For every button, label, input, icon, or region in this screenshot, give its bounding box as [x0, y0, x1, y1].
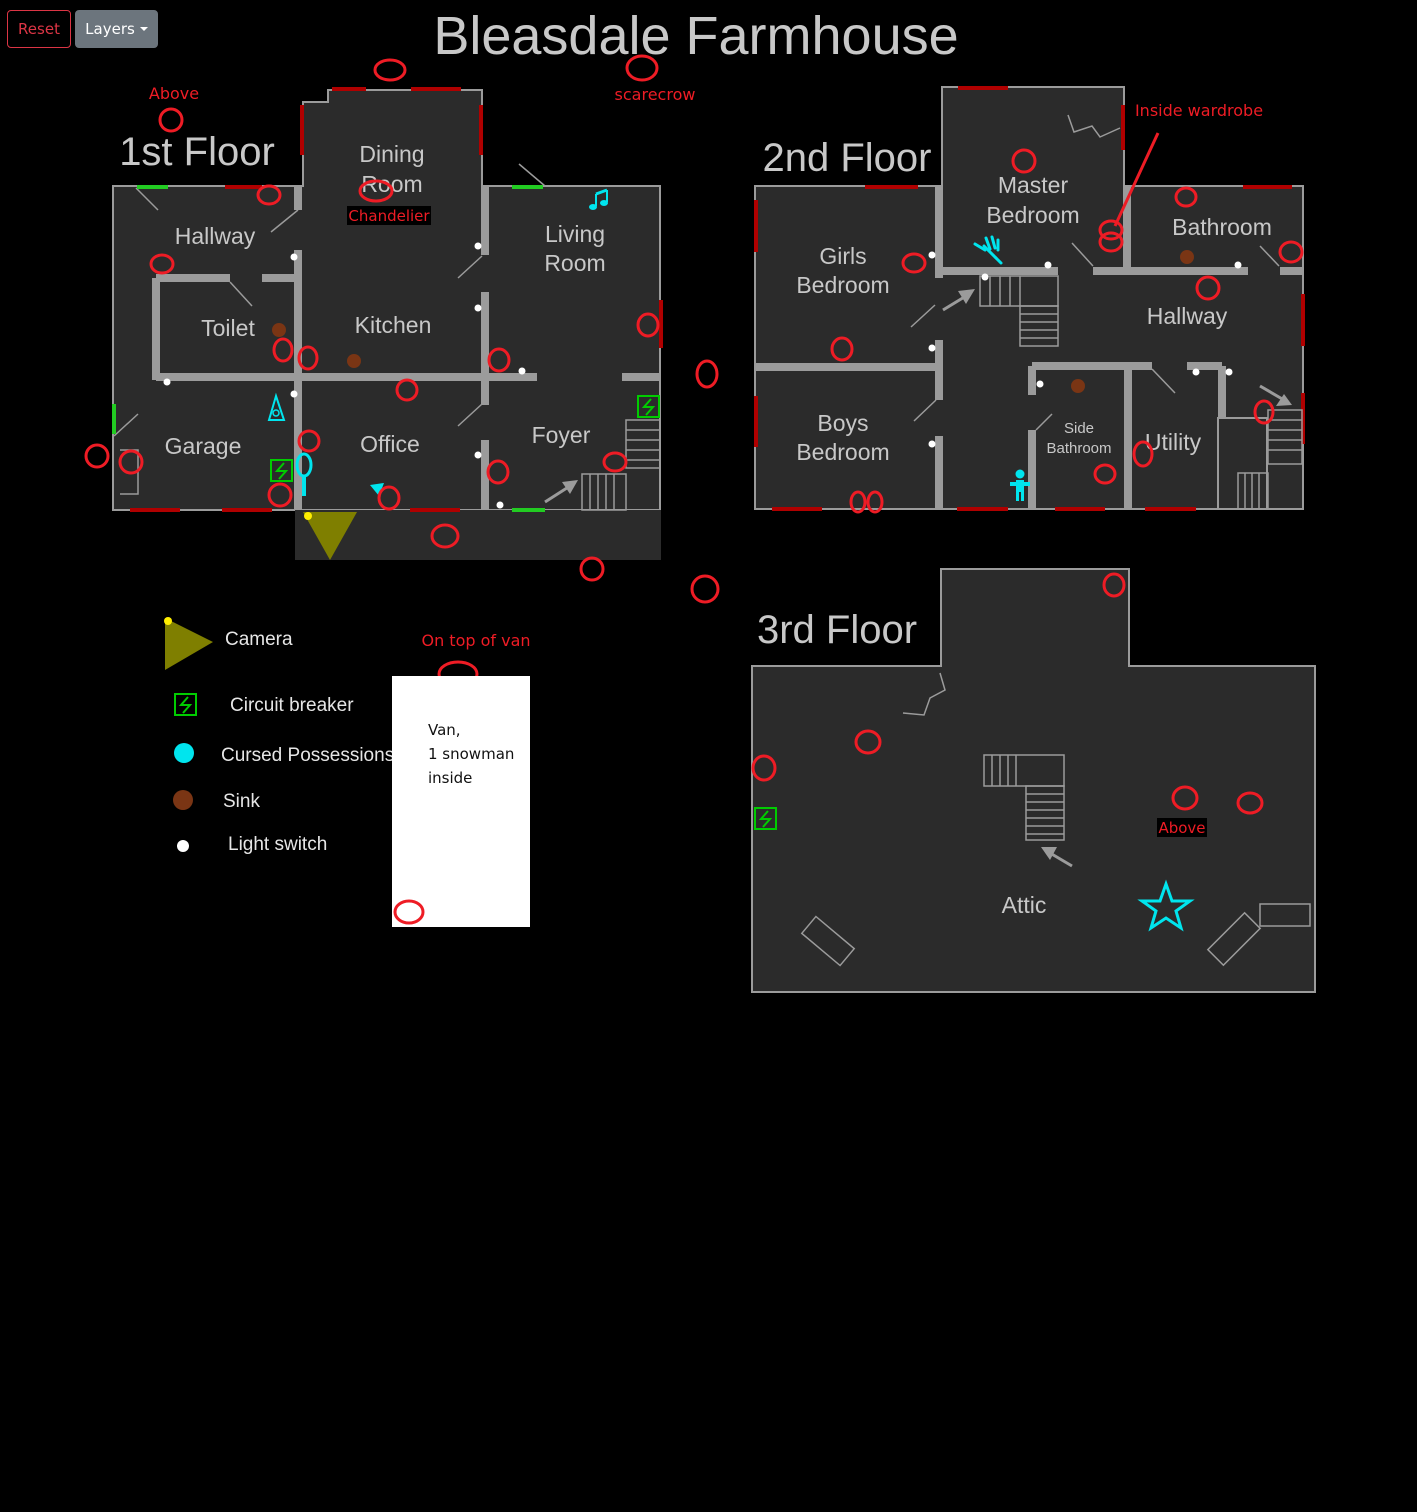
- attic-stairs: [800, 672, 1311, 967]
- legend-breaker-icon: [174, 693, 197, 716]
- chandelier-label-bg: [347, 206, 431, 225]
- room-label-toilet: Toilet: [201, 315, 255, 341]
- room-label-girls-2: Bedroom: [796, 272, 889, 298]
- foyer-stairs: [581, 419, 661, 511]
- room-label-hallway-1: Hallway: [175, 223, 256, 249]
- legend-light-switch-icon: [177, 840, 189, 852]
- annotation-above: Above: [149, 84, 199, 103]
- room-label-master: Master: [998, 172, 1069, 198]
- van-marker-overlay: [393, 899, 425, 925]
- stairs-arrow-icon: [1259, 384, 1292, 406]
- room-label-utility: Utility: [1145, 429, 1202, 455]
- room-label-living-2: Room: [544, 250, 605, 276]
- room-label-master-2: Bedroom: [986, 202, 1079, 228]
- reset-button[interactable]: Reset: [7, 10, 71, 48]
- camera-icon: [303, 512, 357, 560]
- porch: [295, 510, 661, 560]
- room-label-attic: Attic: [1002, 892, 1047, 918]
- room-label-office: Office: [360, 431, 420, 457]
- attic-above-label-bg: [1157, 818, 1207, 837]
- annotation-scarecrow: scarecrow: [615, 85, 696, 104]
- voodoo-doll-icon: [370, 483, 384, 496]
- music-box-icon: [589, 188, 608, 210]
- monkey-paw-icon: [973, 235, 1003, 265]
- floor-title-first: 1st Floor: [119, 130, 275, 174]
- stairs-arrow-icon: [544, 480, 578, 504]
- first-floor-outline: [112, 89, 661, 511]
- legend-camera-icon: [165, 618, 213, 670]
- stairs-arrow-icon: [1041, 847, 1073, 868]
- van-note-box: Van, 1 snowman inside: [392, 676, 530, 927]
- legend-camera-label: Camera: [225, 629, 293, 650]
- circuit-breaker-icon: [270, 459, 293, 482]
- light-switches-first: [163, 242, 526, 509]
- room-label-kitchen: Kitchen: [355, 312, 432, 338]
- toilet-sink-icon: [272, 323, 286, 337]
- van-note-text: Van, 1 snowman inside: [428, 721, 515, 787]
- legend-sink-icon: [173, 790, 193, 810]
- side-bathroom-sink-icon: [1071, 379, 1085, 393]
- third-floor-outline: [751, 568, 1316, 993]
- map-title: Bleasdale Farmhouse: [433, 6, 958, 66]
- second-floor-stairs: [979, 275, 1303, 510]
- summoning-circle-pentagram-icon: [1137, 879, 1195, 932]
- mirror-icon: [295, 452, 313, 496]
- legend-cursed-icon: [174, 743, 194, 763]
- room-label-bathroom: Bathroom: [1172, 214, 1272, 240]
- third-floor-plan: Attic 3rd Floor: [751, 568, 1316, 993]
- circuit-breaker-icon: [637, 395, 660, 418]
- room-label-dining: Dining: [359, 141, 424, 167]
- room-label-living: Living: [545, 221, 605, 247]
- room-label-side: Side: [1064, 420, 1094, 437]
- second-floor-plan: Master Bedroom Girls Bedroom Bathroom Ha…: [754, 86, 1305, 511]
- room-label-hallway-2: Hallway: [1147, 303, 1228, 329]
- legend-light-switch-label: Light switch: [228, 834, 327, 855]
- room-label-side-2: Bathroom: [1046, 440, 1111, 457]
- annotation-on-top-of-van: On top of van: [421, 631, 530, 650]
- first-floor-plan: Dining Room Hallway Living Room Toilet K…: [112, 87, 663, 560]
- layers-button-label: Layers: [85, 20, 135, 38]
- bathroom-sink-icon: [1180, 250, 1194, 264]
- kitchen-sink-icon: [347, 354, 361, 368]
- light-switches-second: [928, 251, 1242, 448]
- floor-title-third: 3rd Floor: [757, 608, 917, 652]
- annotation-inside-wardrobe: Inside wardrobe: [1135, 101, 1263, 120]
- room-label-foyer: Foyer: [532, 422, 591, 448]
- room-label-boys-2: Bedroom: [796, 439, 889, 465]
- annotation-above-attic: Above: [1158, 819, 1205, 837]
- legend: Camera Circuit breaker Cursed Possession…: [164, 617, 394, 855]
- stairs-arrow-icon: [942, 289, 975, 312]
- wardrobe-pointer-line: [1113, 132, 1160, 227]
- room-label-girls: Girls: [819, 243, 866, 269]
- legend-cursed-label: Cursed Possessions: [221, 745, 394, 766]
- circuit-breaker-icon: [754, 807, 777, 830]
- room-label-garage: Garage: [165, 433, 242, 459]
- legend-sink-label: Sink: [223, 791, 260, 812]
- tarot-cards-icon: [267, 392, 286, 421]
- room-label-boys: Boys: [817, 410, 868, 436]
- legend-breaker-label: Circuit breaker: [230, 695, 354, 716]
- annotation-chandelier: Chandelier: [348, 207, 430, 225]
- caret-down-icon: [139, 27, 148, 31]
- haunted-doll-icon: [1010, 469, 1030, 501]
- floor-title-second: 2nd Floor: [763, 136, 932, 180]
- layers-dropdown-button[interactable]: Layers: [75, 10, 158, 48]
